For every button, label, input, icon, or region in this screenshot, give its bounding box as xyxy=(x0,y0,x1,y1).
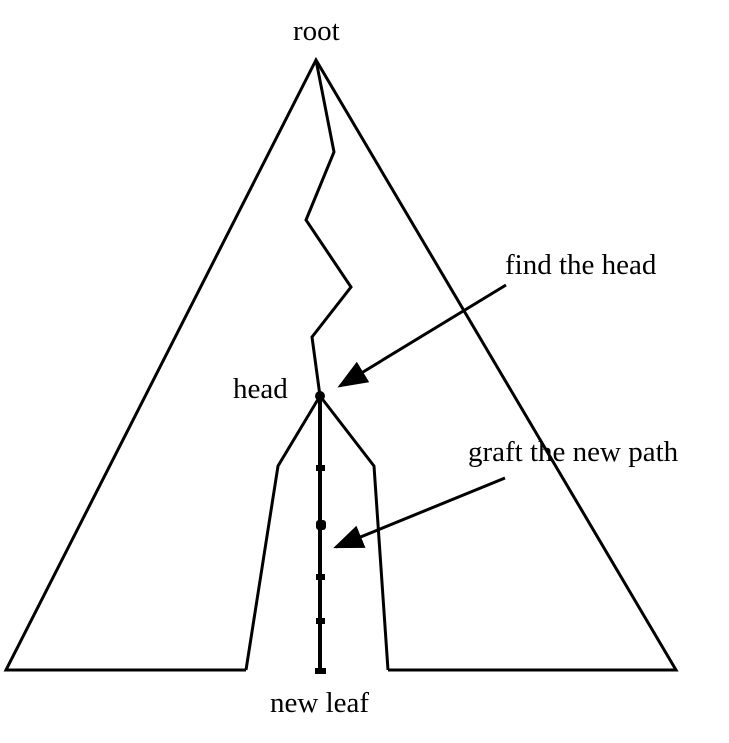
find-head-label: find the head xyxy=(505,249,657,281)
find-head-arrow xyxy=(337,283,507,388)
new-path-node xyxy=(316,520,326,530)
search-path xyxy=(304,59,353,397)
new-path-node xyxy=(316,574,325,580)
head-node xyxy=(315,391,325,401)
tree-outline xyxy=(3,56,679,672)
graft-path-arrow xyxy=(333,476,506,549)
new-leaf-node xyxy=(315,668,326,674)
head-label: head xyxy=(233,373,288,405)
root-label: root xyxy=(293,15,340,47)
new-path-node xyxy=(316,618,325,624)
new-path-node xyxy=(316,465,325,471)
graft-path-label: graft the new path xyxy=(468,436,679,468)
new-leaf-label: new leaf xyxy=(270,687,370,719)
